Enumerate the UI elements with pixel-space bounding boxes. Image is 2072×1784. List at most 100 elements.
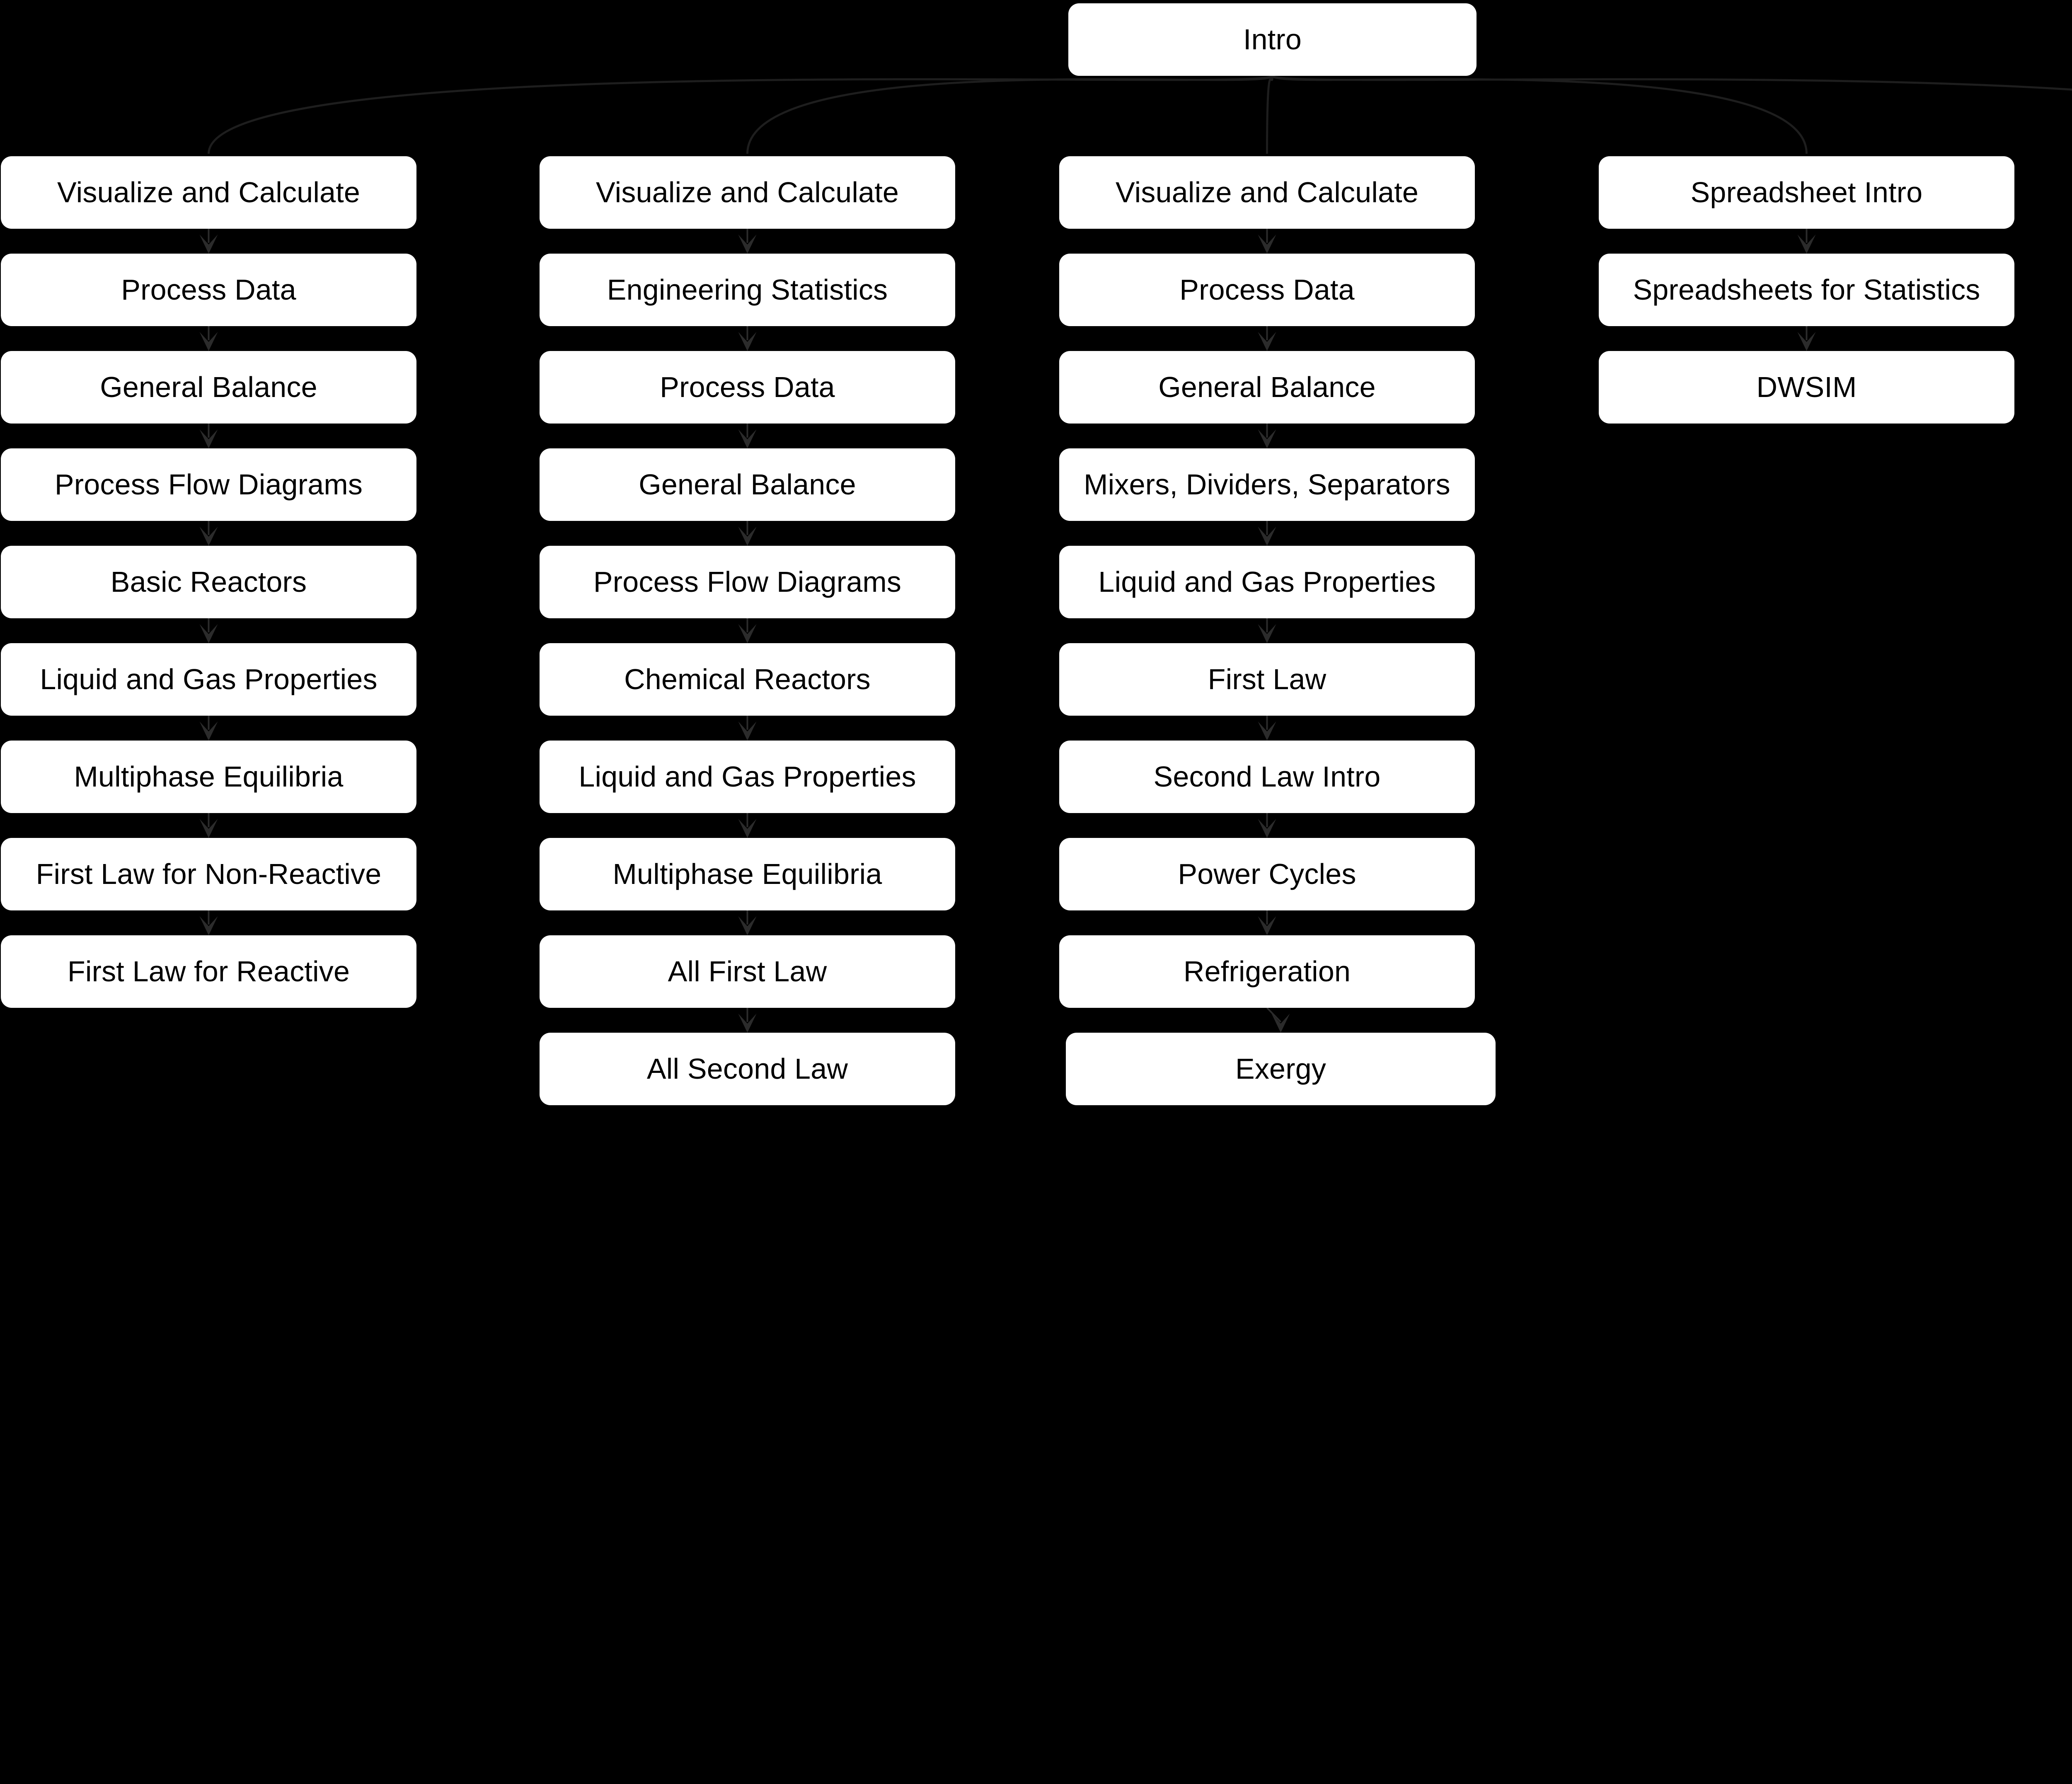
node-intro[interactable]: Intro — [1068, 3, 1477, 76]
branch-connector-2 — [746, 75, 1273, 154]
node-path-3-7[interactable]: Second Law Intro — [1059, 741, 1475, 813]
node-path-2-9[interactable]: All First Law — [540, 935, 955, 1008]
branch-connector-4 — [1271, 75, 1808, 154]
edge-arrowhead — [1271, 1014, 1290, 1033]
edge-arrowhead — [1258, 916, 1276, 935]
node-label: Engineering Statistics — [607, 274, 888, 306]
node-path-3-9[interactable]: Refrigeration — [1059, 935, 1475, 1008]
node-label: General Balance — [1158, 371, 1376, 404]
node-path-3-4[interactable]: Mixers, Dividers, Separators — [1059, 448, 1475, 521]
edge-connector — [1266, 1007, 1281, 1023]
node-label: Process Data — [1179, 274, 1355, 306]
node-label: Visualize and Calculate — [1116, 176, 1418, 209]
node-path-2-8[interactable]: Multiphase Equilibria — [540, 838, 955, 910]
edge-arrowhead — [1258, 721, 1276, 741]
edge-arrowhead — [1258, 429, 1276, 448]
edge-arrowhead — [1258, 624, 1276, 643]
edge-arrowhead — [199, 527, 218, 546]
node-path-1-8[interactable]: First Law for Non-Reactive — [1, 838, 416, 910]
node-path-1-5[interactable]: Basic Reactors — [1, 546, 416, 618]
edge-arrowhead — [199, 332, 218, 351]
node-path-3-10[interactable]: Exergy — [1066, 1033, 1496, 1105]
edge-arrowhead — [199, 819, 218, 838]
node-path-2-10[interactable]: All Second Law — [540, 1033, 955, 1105]
node-label: First Law for Reactive — [67, 955, 350, 988]
edge-arrowhead — [199, 624, 218, 643]
node-path-3-8[interactable]: Power Cycles — [1059, 838, 1475, 910]
node-path-1-4[interactable]: Process Flow Diagrams — [1, 448, 416, 521]
node-label: Second Law Intro — [1153, 760, 1381, 793]
node-label: Chemical Reactors — [624, 663, 871, 696]
branch-connector-3 — [1266, 75, 1273, 154]
node-label: General Balance — [100, 371, 317, 404]
node-label: Power Cycles — [1178, 858, 1356, 891]
node-label: Liquid and Gas Properties — [579, 760, 916, 793]
edge-arrowhead — [738, 624, 757, 643]
node-path-3-3[interactable]: General Balance — [1059, 351, 1475, 424]
node-path-1-6[interactable]: Liquid and Gas Properties — [1, 643, 416, 716]
edge-arrowhead — [1258, 819, 1276, 838]
node-label: Multiphase Equilibria — [74, 760, 344, 793]
node-label: Visualize and Calculate — [57, 176, 360, 209]
node-label: All First Law — [668, 955, 827, 988]
node-path-3-1[interactable]: Visualize and Calculate — [1059, 156, 1475, 229]
node-path-2-3[interactable]: Process Data — [540, 351, 955, 424]
node-label: Multiphase Equilibria — [612, 858, 882, 891]
node-path-2-7[interactable]: Liquid and Gas Properties — [540, 741, 955, 813]
node-label: Spreadsheet Intro — [1690, 176, 1923, 209]
node-path-2-4[interactable]: General Balance — [540, 448, 955, 521]
edge-arrowhead — [738, 332, 757, 351]
edge-arrowhead — [199, 916, 218, 935]
node-label: Refrigeration — [1183, 955, 1351, 988]
edge-arrowhead — [199, 235, 218, 254]
edge-arrowhead — [738, 819, 757, 838]
edge-arrowhead — [1797, 235, 1816, 254]
node-path-3-2[interactable]: Process Data — [1059, 254, 1475, 326]
node-path-1-9[interactable]: First Law for Reactive — [1, 935, 416, 1008]
edge-arrowhead — [738, 429, 757, 448]
node-label: Liquid and Gas Properties — [1098, 566, 1436, 598]
node-path-3-5[interactable]: Liquid and Gas Properties — [1059, 546, 1475, 618]
edge-arrowhead — [738, 916, 757, 935]
edge-arrowhead — [738, 1014, 757, 1033]
node-path-2-1[interactable]: Visualize and Calculate — [540, 156, 955, 229]
node-label: Exergy — [1235, 1053, 1326, 1085]
node-label: Spreadsheets for Statistics — [1633, 274, 1980, 306]
edge-arrowhead — [738, 721, 757, 741]
node-path-1-7[interactable]: Multiphase Equilibria — [1, 741, 416, 813]
node-path-2-5[interactable]: Process Flow Diagrams — [540, 546, 955, 618]
edge-arrowhead — [738, 527, 757, 546]
node-path-4-2[interactable]: Spreadsheets for Statistics — [1599, 254, 2014, 326]
edge-arrowhead — [1258, 332, 1276, 351]
node-label: Process Data — [660, 371, 835, 404]
edge-arrowhead — [199, 429, 218, 448]
node-label: All Second Law — [646, 1053, 848, 1085]
edge-arrowhead — [1797, 332, 1816, 351]
edge-arrowhead — [1258, 235, 1276, 254]
node-label: Process Flow Diagrams — [54, 468, 363, 501]
node-path-1-2[interactable]: Process Data — [1, 254, 416, 326]
branch-connector-5 — [1271, 75, 2072, 91]
edge-arrowhead — [1258, 527, 1276, 546]
node-path-1-1[interactable]: Visualize and Calculate — [1, 156, 416, 229]
node-label: First Law for Non-Reactive — [36, 858, 382, 891]
node-path-2-6[interactable]: Chemical Reactors — [540, 643, 955, 716]
node-path-3-6[interactable]: First Law — [1059, 643, 1475, 716]
edge-arrowhead — [199, 721, 218, 741]
node-path-1-3[interactable]: General Balance — [1, 351, 416, 424]
branch-connector-1 — [208, 75, 1273, 154]
node-path-4-3[interactable]: DWSIM — [1599, 351, 2014, 424]
edge-arrowhead — [738, 235, 757, 254]
node-label: DWSIM — [1756, 371, 1857, 404]
node-path-4-1[interactable]: Spreadsheet Intro — [1599, 156, 2014, 229]
node-label: Intro — [1243, 23, 1302, 56]
node-label: Liquid and Gas Properties — [40, 663, 378, 696]
node-label: General Balance — [639, 468, 856, 501]
node-label: Process Flow Diagrams — [593, 566, 902, 598]
node-path-2-2[interactable]: Engineering Statistics — [540, 254, 955, 326]
node-label: Basic Reactors — [110, 566, 307, 598]
node-label: Process Data — [121, 274, 296, 306]
node-label: Visualize and Calculate — [596, 176, 899, 209]
node-label: First Law — [1208, 663, 1326, 696]
